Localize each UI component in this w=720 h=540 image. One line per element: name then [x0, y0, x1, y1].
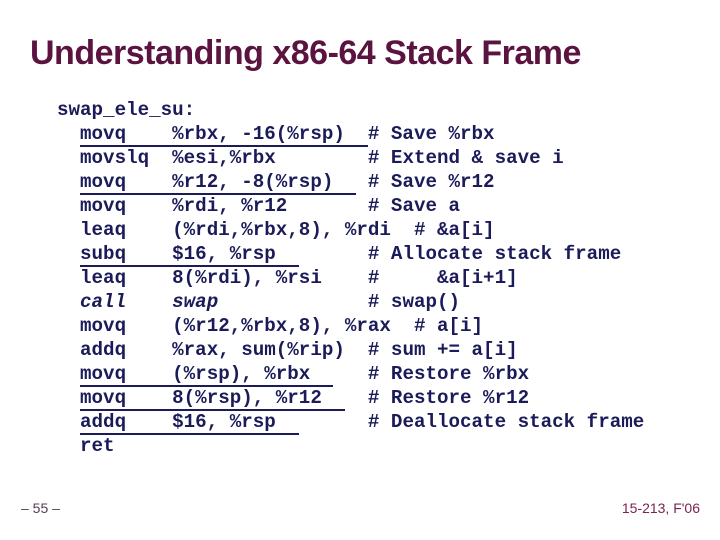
code-comment: # &a[i]: [413, 219, 495, 241]
code-instruction: movq %rbx, -16(%rsp): [80, 123, 368, 147]
code-comment: # Save %rbx: [367, 123, 495, 145]
code-instruction: movq %r12, -8(%rsp): [80, 171, 357, 195]
code-instruction: subq $16, %rsp: [80, 243, 299, 267]
code-lines: movq %rbx, -16(%rsp) # Save %rbx movslq …: [57, 123, 644, 457]
slide-title: Understanding x86-64 Stack Frame: [30, 34, 581, 72]
code-comment: # Save a: [367, 195, 461, 217]
code-instruction: movq (%rsp), %rbx: [80, 363, 334, 387]
code-instruction: leaq 8(%rdi), %rsi: [80, 267, 322, 289]
code-comment: # Restore %rbx: [367, 363, 530, 385]
code-instruction: call swap: [80, 291, 219, 313]
code-instruction: addq $16, %rsp: [80, 411, 299, 435]
code-comment: # a[i]: [413, 315, 484, 337]
code-comment: # &a[i+1]: [367, 267, 518, 289]
code-instruction: movq %rdi, %r12: [80, 195, 288, 217]
code-instruction: movq 8(%rsp), %r12: [80, 387, 345, 411]
code-instruction: ret: [80, 435, 115, 457]
code-comment: # sum += a[i]: [367, 339, 518, 361]
page-number: – 55 –: [21, 500, 60, 516]
code-instruction: movq (%r12,%rbx,8), %rax: [80, 315, 391, 337]
code-comment: # Allocate stack frame: [367, 243, 622, 265]
code-instruction: movslq %esi,%rbx: [80, 147, 276, 169]
code-comment: # Restore %r12: [367, 387, 530, 409]
course-footer: 15-213, F'06: [621, 500, 700, 516]
code-instruction: leaq (%rdi,%rbx,8), %rdi: [80, 219, 391, 241]
code-instruction: addq %rax, sum(%rip): [80, 339, 345, 361]
code-comment: # Save %r12: [367, 171, 495, 193]
code-label: swap_ele_su:: [57, 99, 196, 121]
code-comment: # Extend & save i: [367, 147, 564, 169]
code-comment: # Deallocate stack frame: [367, 411, 645, 433]
code-comment: # swap(): [367, 291, 461, 313]
assembly-code-block: swap_ele_su: movq %rbx, -16(%rsp) # Save…: [57, 98, 644, 458]
